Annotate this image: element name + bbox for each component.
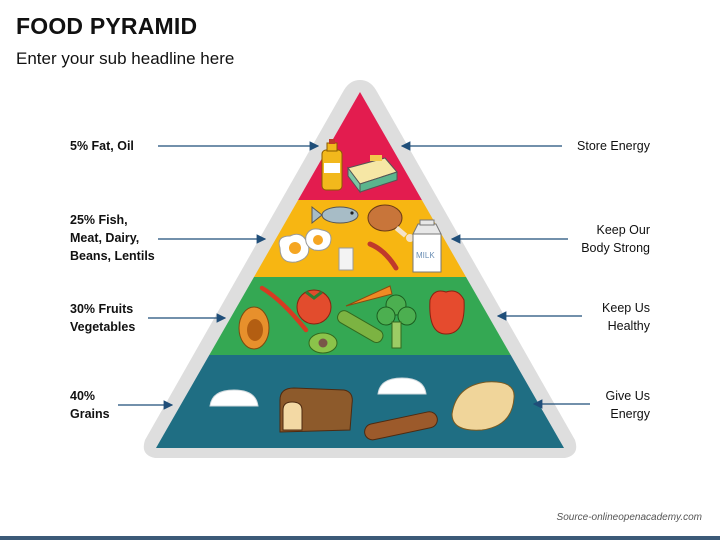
level-label-grains: 40% Grains (70, 389, 110, 421)
page-title: FOOD PYRAMID (16, 13, 198, 39)
level-label-protein: 25% Fish, Meat, Dairy, Beans, Lentils (70, 213, 155, 263)
tomato-icon (296, 289, 332, 325)
page-subtitle: Enter your sub headline here (16, 49, 235, 68)
milk-carton-text: MILK (416, 251, 435, 260)
chili-icon (259, 285, 309, 333)
level-label-fruits-veg: 30% Fruits Vegetables (70, 302, 136, 334)
bottom-bar (0, 536, 720, 540)
bread-icon (279, 387, 353, 433)
level-grains (156, 355, 564, 448)
egg-icon (278, 228, 332, 263)
level-benefit-fat: Store Energy (577, 139, 650, 153)
carrot-icon (345, 285, 393, 307)
rice-icon-right (377, 377, 427, 395)
level-benefit-grains: Give Us Energy (605, 389, 650, 421)
source-credit: Source-onlineopenacademy.com (556, 512, 702, 523)
level-label-fat: 5% Fat, Oil (70, 139, 134, 153)
oil-bottle-icon (321, 139, 343, 191)
butter-icon (347, 155, 398, 194)
level-benefit-protein: Keep Our Body Strong (581, 223, 650, 255)
cucumber-icon (337, 310, 384, 344)
baguette-icon (364, 411, 438, 441)
milk-carton-icon (412, 219, 442, 273)
pepper-icon (429, 290, 465, 335)
chicken-leg-icon (367, 204, 414, 242)
level-benefit-fruits-veg: Keep Us Healthy (602, 301, 650, 333)
rice-icon-left (209, 389, 259, 407)
sausage-icon (367, 241, 399, 271)
fish-icon (311, 205, 359, 225)
potato-icon (451, 381, 515, 431)
avocado-icon (308, 332, 338, 354)
milk-glass-icon (338, 247, 354, 271)
pumpkin-icon (238, 306, 270, 350)
broccoli-icon (376, 294, 417, 349)
